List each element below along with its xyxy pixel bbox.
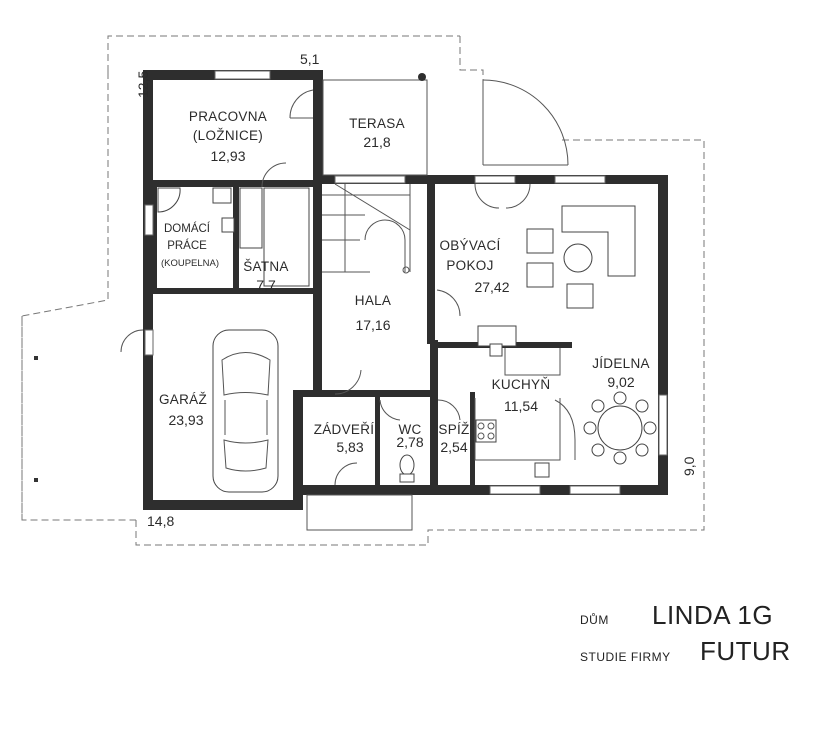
car-icon: [212, 329, 279, 493]
door-swings: [120, 89, 531, 486]
room-jidelna: JÍDELNA 9,02: [592, 356, 650, 390]
room-area: 17,16: [355, 317, 390, 333]
title-block: DŮM LINDA 1G STUDIE FIRMY FUTUR: [580, 598, 810, 670]
fireplace-icon: [477, 325, 517, 357]
terrace-arc: [482, 79, 569, 166]
room-name: PRACOVNA: [189, 109, 267, 124]
room-area: 21,8: [363, 134, 390, 150]
dim-top: 5,1: [300, 51, 320, 67]
room-pracovna: PRACOVNA (LOŽNICE) 12,93: [189, 109, 267, 164]
room-zadveri: ZÁDVEŘÍ 5,83: [314, 422, 375, 455]
kitchen-counter: [474, 348, 576, 478]
room-area: 2,78: [396, 434, 423, 450]
room-spiz: SPÍŽ 2,54: [438, 422, 469, 455]
bathroom-fixtures: [157, 187, 310, 287]
room-name: OBÝVACÍ: [439, 238, 500, 253]
room-wc: WC 2,78: [396, 422, 423, 450]
room-kuchyn: KUCHYŇ 11,54: [492, 377, 551, 414]
dum-label: DŮM: [580, 613, 609, 627]
room-name: TERASA: [349, 116, 405, 131]
terrace-post: [418, 73, 426, 81]
room-name: JÍDELNA: [592, 356, 650, 371]
terrace-frame: [322, 79, 428, 176]
room-terasa: TERASA 21,8: [349, 116, 405, 150]
room-obyvaci-pokoj: OBÝVACÍ POKOJ 27,42: [439, 238, 509, 295]
room-name: GARÁŽ: [159, 392, 207, 407]
room-area: 11,54: [504, 398, 538, 414]
dim-left: 12,5: [135, 71, 151, 98]
room-area: 2,54: [440, 439, 467, 455]
room-area: 5,83: [336, 439, 363, 455]
dim-bottom: 14,8: [147, 513, 174, 529]
floor-plan: 5,1 12,5 14,8 9,0 PRACOVNA (LOŽNICE) 12,…: [21, 35, 705, 546]
room-name: PRÁCE: [167, 239, 207, 252]
site-outline: [21, 35, 705, 546]
windows: [144, 70, 668, 495]
room-area: 12,93: [210, 148, 245, 164]
sofa-set: [526, 205, 636, 309]
room-name: (KOUPELNA): [161, 258, 219, 269]
room-garaz: GARÁŽ 23,93: [159, 392, 207, 428]
room-area: 7,7: [256, 277, 276, 293]
room-name: HALA: [355, 293, 391, 308]
room-name: SPÍŽ: [438, 422, 469, 437]
room-area: 23,93: [168, 412, 203, 428]
room-hala: HALA 17,16: [355, 293, 391, 333]
room-name: WC: [398, 422, 421, 437]
room-name: KUCHYŇ: [492, 377, 551, 392]
room-area: 27,42: [474, 279, 509, 295]
entrance-step: [306, 494, 413, 531]
toilet-icon: [399, 454, 415, 483]
room-domaci-prace: DOMÁCÍ PRÁCE (KOUPELNA): [161, 222, 219, 269]
studio-label: STUDIE FIRMY: [580, 650, 671, 664]
room-name: ZÁDVEŘÍ: [314, 422, 375, 437]
room-name: ŠATNA: [243, 259, 289, 274]
dim-right: 9,0: [681, 456, 697, 476]
room-area: 9,02: [607, 374, 634, 390]
room-name: POKOJ: [446, 258, 493, 273]
house-name: LINDA 1G: [652, 600, 774, 630]
room-name: (LOŽNICE): [193, 128, 263, 143]
staircase: [322, 183, 411, 274]
room-name: DOMÁCÍ: [164, 222, 211, 235]
room-satna: ŠATNA 7,7: [243, 259, 289, 293]
dining-table: [583, 391, 657, 465]
firm-name: FUTUR: [700, 636, 791, 666]
